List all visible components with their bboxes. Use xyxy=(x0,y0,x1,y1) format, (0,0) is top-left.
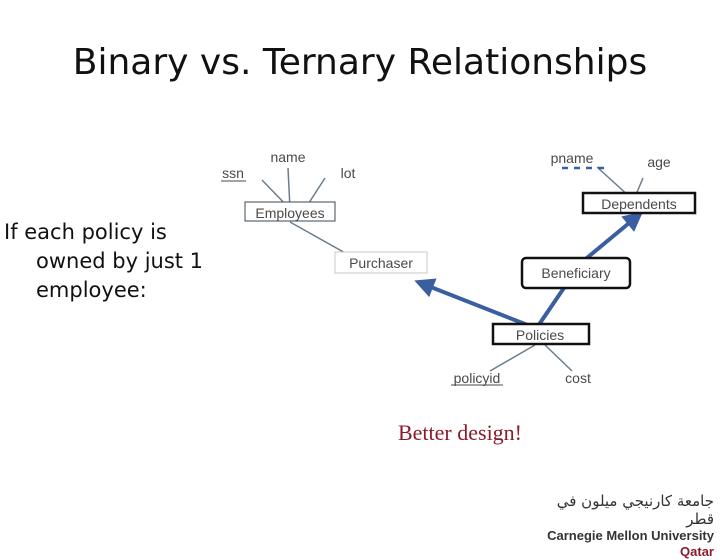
side-text-line-3: employee: xyxy=(36,278,147,302)
arrow-policies-purchaser xyxy=(414,278,531,328)
attribute-ssn-label: ssn xyxy=(222,165,244,181)
er-diagram: Employees Dependents Policies Purchaser … xyxy=(221,149,697,386)
line-policies-policyid xyxy=(489,344,536,372)
better-design-note: Better design! xyxy=(397,420,523,445)
logo-english-suffix: Qatar xyxy=(680,544,714,559)
entity-policies-label: Policies xyxy=(516,327,564,343)
entity-employees-label: Employees xyxy=(255,205,324,221)
line-policies-beneficiary xyxy=(536,280,570,328)
arrow-beneficiary-dependents xyxy=(580,211,644,264)
attribute-lot-label: lot xyxy=(341,165,356,181)
side-text-line-1: If each policy is xyxy=(4,220,167,244)
attribute-name: name xyxy=(270,149,305,165)
side-text-line-2: owned by just 1 xyxy=(36,249,204,273)
attribute-ssn: ssn xyxy=(221,165,246,182)
relationship-purchaser: Purchaser xyxy=(334,251,428,274)
attribute-policyid-label: policyid xyxy=(454,370,501,386)
entity-dependents: Dependents xyxy=(581,191,697,215)
relationship-beneficiary: Beneficiary xyxy=(520,256,632,290)
attribute-cost: cost xyxy=(565,370,591,386)
entity-dependents-label: Dependents xyxy=(601,196,677,212)
attribute-cost-label: cost xyxy=(565,370,591,386)
entity-employees: Employees xyxy=(244,201,336,222)
slide-title: Binary vs. Ternary Relationships xyxy=(72,42,648,83)
logo-arabic-text: جامعة كارنيجي ميلون في قطر xyxy=(556,492,714,528)
cmu-qatar-logo: جامعة كارنيجي ميلون في قطر Carnegie Mell… xyxy=(528,492,714,559)
logo-english-text: Carnegie Mellon University Qatar xyxy=(528,528,714,560)
logo-english-main: Carnegie Mellon University xyxy=(547,528,714,543)
attribute-pname: pname xyxy=(551,150,610,170)
attribute-lot: lot xyxy=(341,165,356,181)
entity-policies: Policies xyxy=(491,322,591,346)
attribute-policyid: policyid xyxy=(451,370,503,386)
relationship-beneficiary-label: Beneficiary xyxy=(541,265,610,281)
attribute-pname-label: pname xyxy=(551,150,594,166)
side-text: If each policy is owned by just 1 employ… xyxy=(4,218,224,305)
attribute-name-label: name xyxy=(270,149,305,165)
line-policies-cost xyxy=(544,344,573,372)
attribute-age: age xyxy=(647,154,671,170)
relationship-purchaser-label: Purchaser xyxy=(349,255,413,271)
attribute-age-label: age xyxy=(647,154,671,170)
